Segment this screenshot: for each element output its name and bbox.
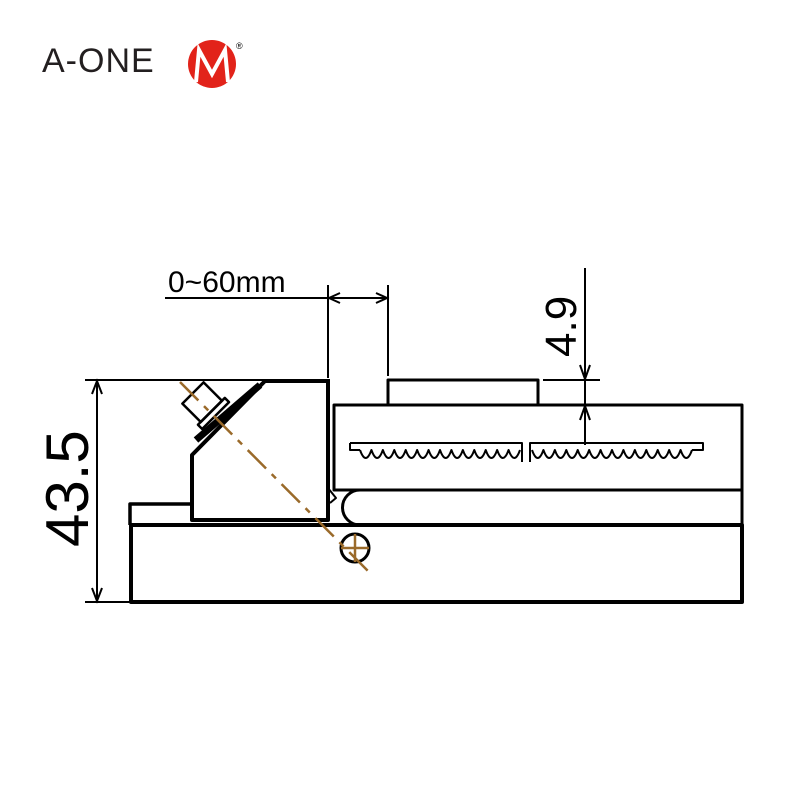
serrated-strip-left <box>349 442 523 462</box>
dim-jaw-height: 4.9 <box>537 296 586 357</box>
serrated-strip-right <box>529 442 704 462</box>
fixed-jaw <box>190 379 330 522</box>
jaw-top-plate <box>386 378 540 407</box>
slide-rail <box>341 488 744 527</box>
movable-jaw <box>332 403 744 492</box>
base-step <box>128 502 192 525</box>
clamp-screw-head <box>181 381 231 431</box>
dim-jaw-opening: 0~60mm <box>168 266 286 299</box>
centerline <box>179 381 373 576</box>
brand-logo-text: A-ONE <box>42 42 155 80</box>
registered-mark: ® <box>236 41 243 51</box>
vise-base <box>129 523 744 604</box>
brand-logo-icon: ® <box>188 40 243 88</box>
dim-overall-height: 43.5 <box>34 430 101 547</box>
